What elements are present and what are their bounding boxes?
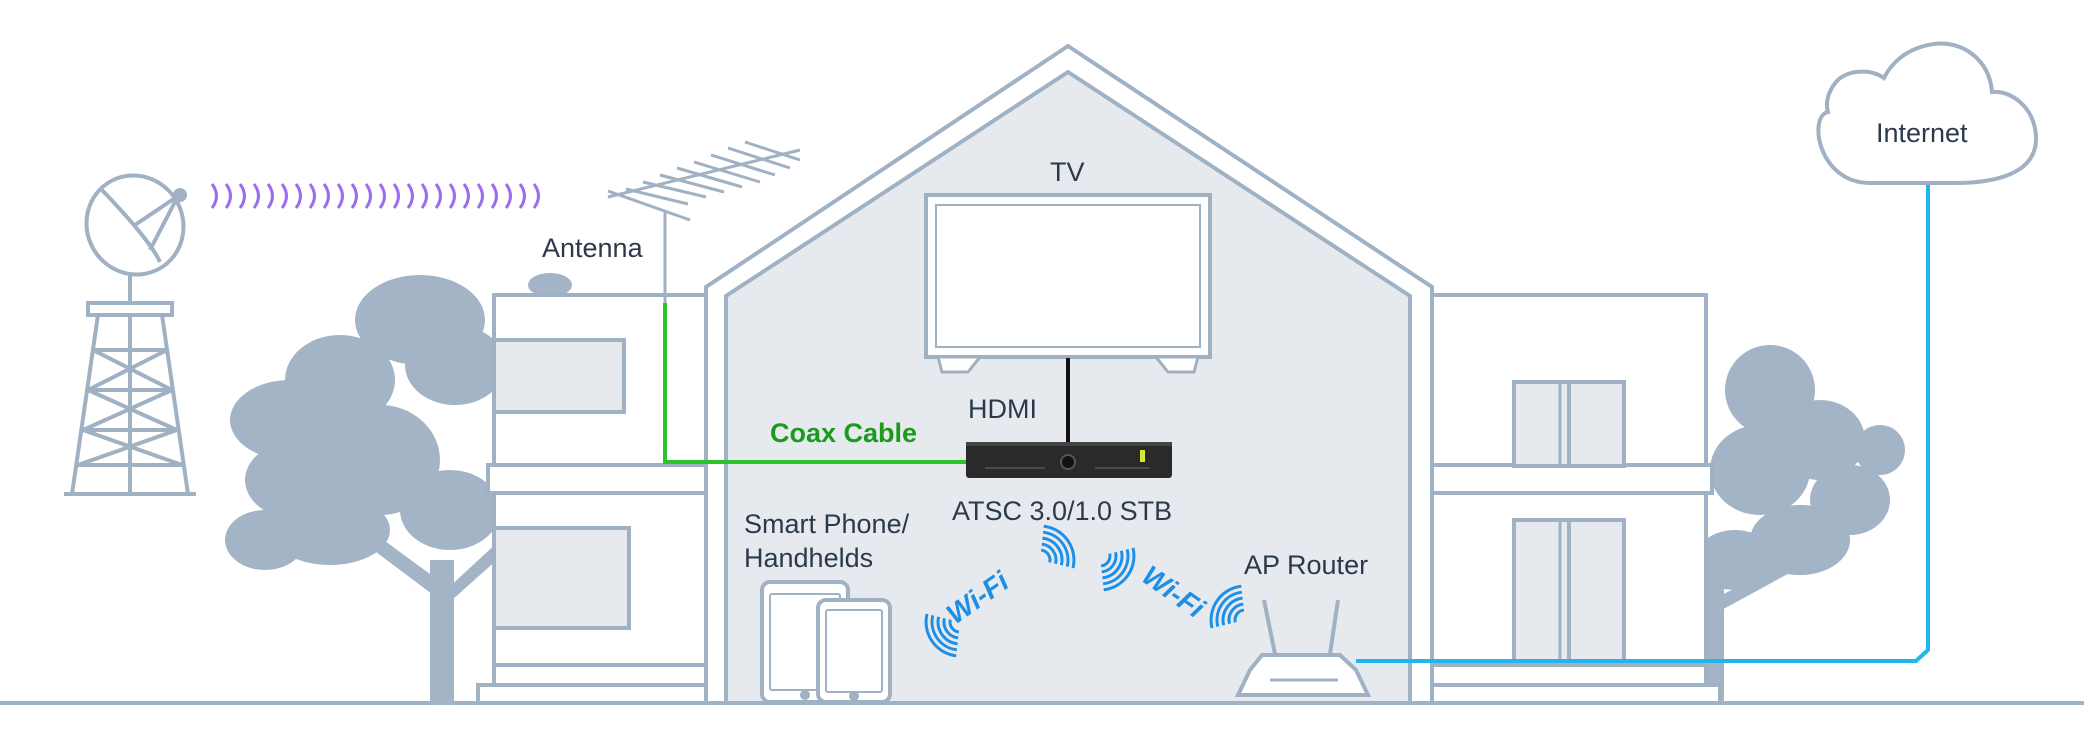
phone-label-line2: Handhelds: [744, 543, 873, 573]
broadcast-wave-arc: [322, 183, 330, 209]
broadcast-signal-waves: [210, 183, 540, 209]
wifi-arcs-stb-right: [1100, 547, 1136, 592]
broadcast-wave-arc: [336, 183, 344, 209]
wifi-arcs-stb-left: [1040, 524, 1076, 569]
broadcast-tower-icon: [64, 275, 196, 496]
broadcast-wave-arc: [252, 183, 260, 209]
right-wing-building: [1418, 293, 1722, 705]
antenna-icon: [607, 140, 801, 303]
broadcast-wave-arc: [504, 183, 512, 209]
router-label: AP Router: [1244, 550, 1368, 580]
broadcast-wave-arc: [406, 183, 414, 209]
tv-icon: [924, 193, 1212, 374]
broadcast-wave-arc: [238, 183, 246, 209]
internet-label: Internet: [1876, 118, 1968, 148]
cloud-icon: [1816, 41, 2039, 185]
broadcast-wave-arc: [210, 183, 218, 209]
broadcast-wave-arc: [224, 183, 232, 209]
wifi-arcs-phone: [924, 613, 960, 658]
broadcast-wave-arc: [420, 183, 428, 209]
broadcast-wave-arc: [518, 183, 526, 209]
tv-label: TV: [1050, 157, 1085, 187]
stb-label: ATSC 3.0/1.0 STB: [952, 496, 1172, 526]
right-tree-icon: [1695, 345, 1905, 705]
broadcast-wave-arc: [392, 183, 400, 209]
antenna-label: Antenna: [542, 233, 644, 263]
broadcast-wave-arc: [266, 183, 274, 209]
phone-label-line1: Smart Phone/: [744, 509, 910, 539]
broadcast-wave-arc: [476, 183, 484, 209]
wifi-signal-waves: [924, 524, 1245, 658]
ethernet-cable: [1356, 183, 1930, 663]
broadcast-wave-arc: [280, 183, 288, 209]
broadcast-wave-arc: [350, 183, 358, 209]
broadcast-wave-arc: [490, 183, 498, 209]
set-top-box-icon: [966, 442, 1172, 478]
broadcast-wave-arc: [294, 183, 302, 209]
hdmi-label: HDMI: [968, 394, 1037, 424]
broadcast-wave-arc: [462, 183, 470, 209]
left-tree-icon: [225, 273, 572, 705]
coax-cable: [663, 303, 968, 464]
left-wing-building: [476, 293, 716, 705]
broadcast-wave-arc: [378, 183, 386, 209]
coax-label: Coax Cable: [770, 418, 917, 448]
broadcast-wave-arc: [364, 183, 372, 209]
phone-icon: [816, 598, 892, 704]
broadcast-wave-arc: [532, 183, 540, 209]
broadcast-wave-arc: [308, 183, 316, 209]
router-icon: [1234, 599, 1372, 697]
wifi-arcs-router: [1209, 584, 1245, 629]
broadcast-wave-arc: [448, 183, 456, 209]
satellite-dish-icon: [84, 173, 187, 277]
broadcast-wave-arc: [434, 183, 442, 209]
